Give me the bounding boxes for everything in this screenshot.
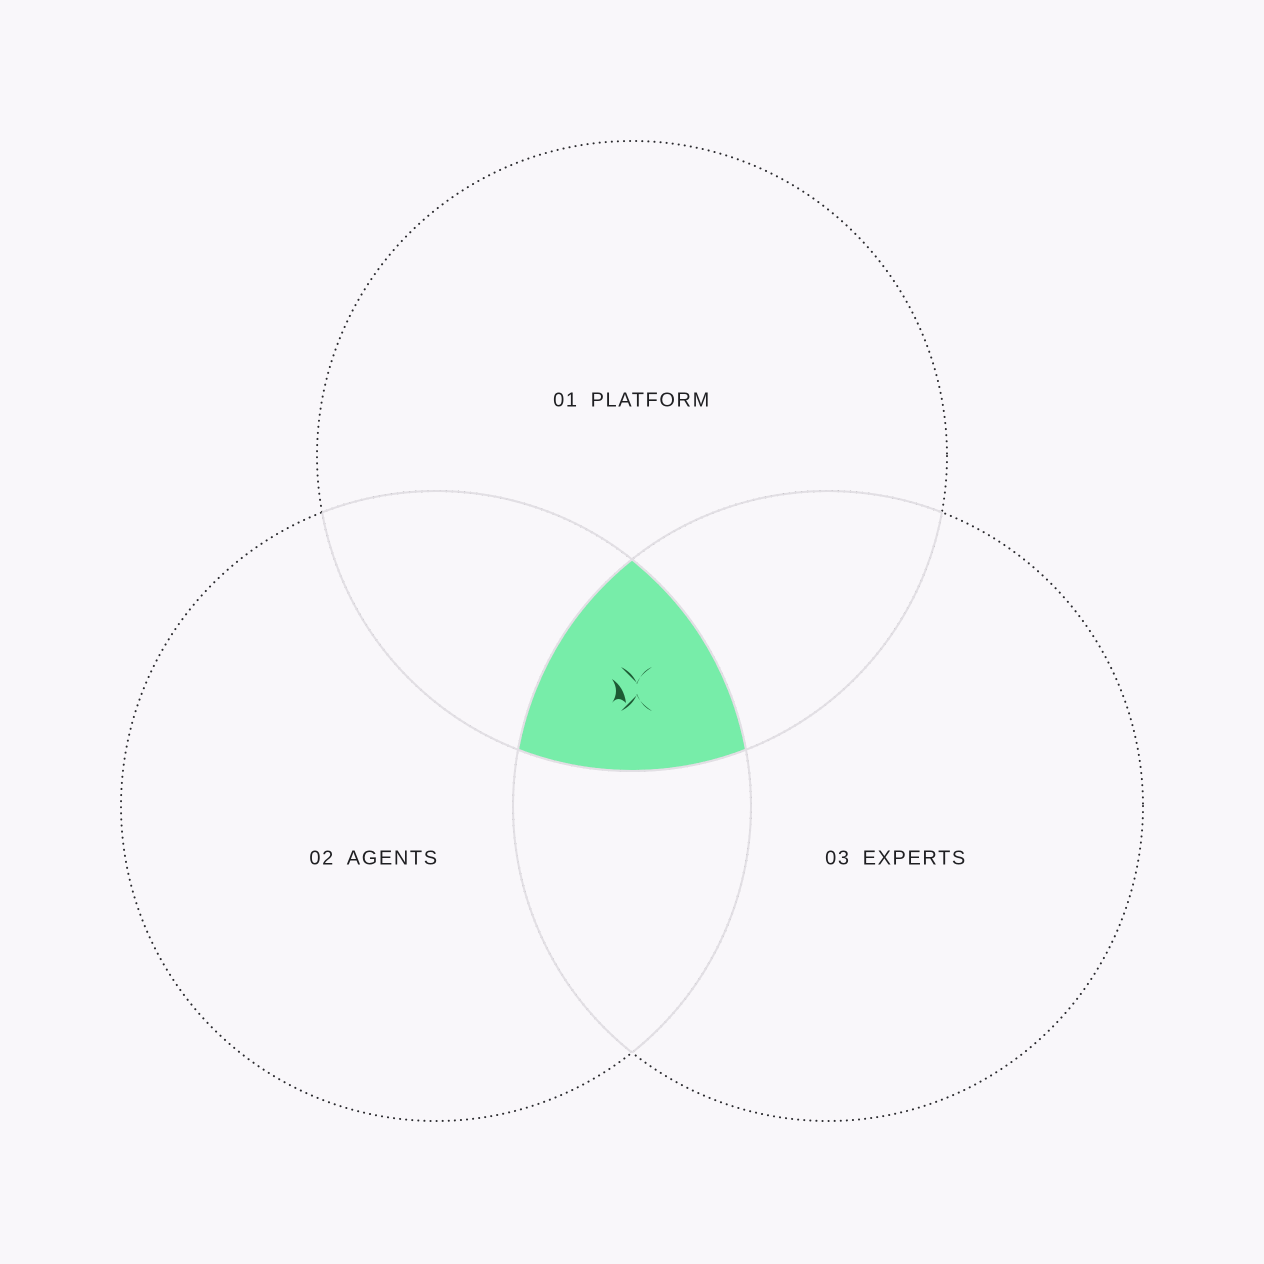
platform-inner-arc-experts xyxy=(513,491,948,772)
agents-inner-arc-experts xyxy=(513,491,752,1121)
platform-label: 01 PLATFORM xyxy=(553,390,711,413)
agents-inner-arc-platform xyxy=(317,490,752,771)
platform-number: 01 xyxy=(553,389,579,412)
platform-name: PLATFORM xyxy=(590,389,711,412)
experts-inner-arc-agents xyxy=(512,491,751,1121)
experts-number: 03 xyxy=(825,847,851,870)
experts-label: 03 EXPERTS xyxy=(825,848,967,871)
agents-number: 02 xyxy=(309,847,335,870)
experts-name: EXPERTS xyxy=(862,847,967,870)
experts-inner-arc-platform xyxy=(512,490,947,771)
brand-logo-icon xyxy=(612,667,652,711)
agents-label: 02 AGENTS xyxy=(309,848,438,871)
agents-name: AGENTS xyxy=(346,847,439,870)
